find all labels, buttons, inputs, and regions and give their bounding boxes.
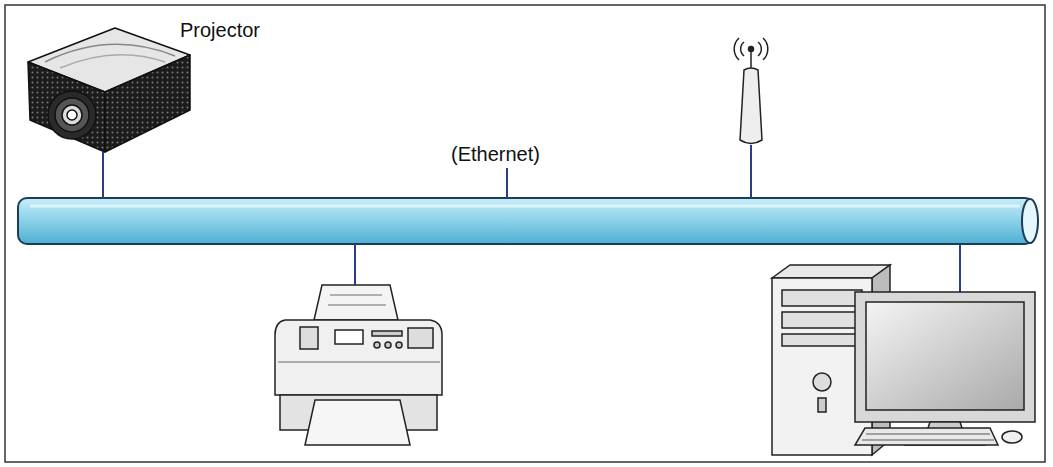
device-label: (Ethernet) <box>451 142 540 166</box>
wireless-access-point <box>734 38 768 198</box>
frame <box>5 5 1045 462</box>
ethernet-bus <box>18 198 1038 244</box>
computer-illustration <box>772 244 1035 455</box>
network-cable <box>102 152 104 198</box>
device-label: Projector <box>180 18 260 42</box>
leader-line <box>506 168 508 198</box>
projector-node: Projector <box>25 15 195 152</box>
ethernet-node: (Ethernet) <box>18 198 1034 244</box>
projector-illustration <box>28 28 190 152</box>
printer-illustration <box>275 244 442 445</box>
